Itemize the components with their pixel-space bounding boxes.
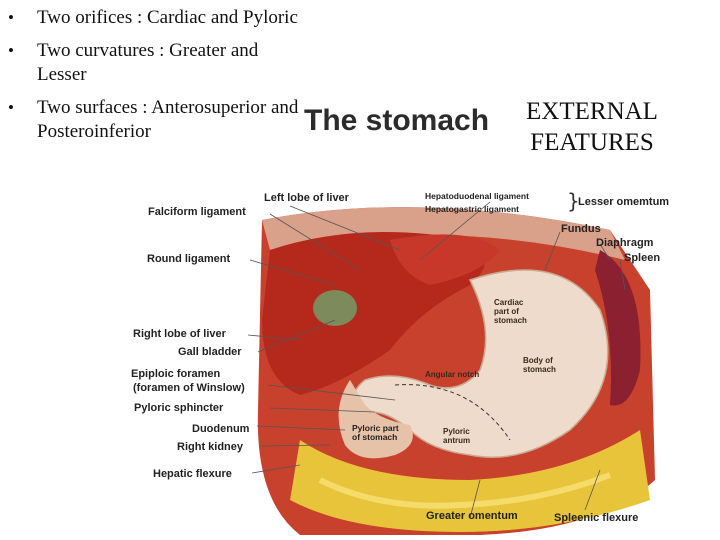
label-duodenum: Duodenum (192, 423, 250, 435)
bullet-surfaces: • Two surfaces : Anterosuperior and Poste… (8, 96, 308, 144)
label-pyloric-antrum-line-2: antrum (443, 436, 471, 445)
label-fundus: Fundus (561, 223, 601, 235)
label-hepatic-flexure: Hepatic flexure (153, 468, 232, 480)
label-right-kidney: Right kidney (177, 441, 244, 453)
label-epiploic-foramen: Epiploic foramen (131, 368, 221, 380)
bullet-text: Two surfaces : Anterosuperior and Poster… (37, 97, 299, 142)
label-lesser-omentum: Lesser omemtum (578, 196, 670, 208)
label-pyloric-sphincter: Pyloric sphincter (134, 402, 224, 414)
duodenum-shape (338, 380, 413, 459)
label-cardiac-part-line-1: Cardiac (494, 298, 524, 307)
bullet-symbol: • (8, 8, 14, 27)
brace-symbol: } (567, 189, 580, 213)
label-gall-bladder: Gall bladder (178, 346, 242, 358)
fat-detail (318, 472, 612, 509)
diaphragm-band (262, 207, 625, 260)
label-foramen-of-winslow: (foramen of Winslow) (133, 382, 245, 394)
bullet-text: Two curvatures : Greater and Lesser (37, 40, 259, 85)
label-pyloric-antrum: Pyloric antrum (443, 427, 470, 445)
label-cardiac-part-line-3: stomach (494, 316, 527, 325)
label-pyloric-part: Pyloric part of stomach (352, 424, 399, 442)
label-body-of-stomach-line-1: Body of (523, 356, 553, 365)
bullet-orifices: • Two orifices : Cardiac and Pyloric (8, 6, 308, 30)
label-hepatogastric-ligament: Hepatogastric ligament (425, 204, 519, 214)
bullet-text: Two orifices : Cardiac and Pyloric (37, 7, 298, 28)
label-diaphragm: Diaphragm (596, 237, 654, 249)
section-heading-line-1: EXTERNAL (526, 98, 658, 125)
label-hepatoduodenal-ligament: Hepatoduodenal ligament (425, 191, 529, 201)
label-round-ligament: Round ligament (147, 253, 231, 265)
section-heading-line-2: FEATURES (530, 129, 654, 156)
feature-list: • Two orifices : Cardiac and Pyloric • Two… (8, 6, 308, 153)
liver-left-lobe (390, 234, 500, 285)
label-angular-notch: Angular notch (425, 370, 480, 379)
gall-bladder-shape (313, 290, 357, 326)
section-heading: EXTERNAL FEATURES (512, 96, 672, 158)
bullet-symbol: • (8, 41, 14, 60)
label-pyloric-part-line-2: of stomach (352, 432, 398, 442)
label-left-lobe-of-liver: Left lobe of liver (264, 192, 349, 204)
label-cardiac-part: Cardiac part of stomach (494, 298, 527, 325)
anatomy-drawing (247, 201, 655, 535)
stomach-illustration: Left lobe of liver Falciform ligament Ro… (0, 180, 720, 540)
label-falciform-ligament: Falciform ligament (148, 206, 246, 218)
spleen-shape (595, 250, 641, 406)
label-pyloric-antrum-line-1: Pyloric (443, 427, 470, 436)
label-right-lobe-of-liver: Right lobe of liver (133, 328, 226, 340)
bullet-curvatures: • Two curvatures : Greater and Lesser (8, 39, 308, 87)
label-splenic-flexure: Spleenic flexure (554, 512, 639, 524)
leader-lines (247, 201, 626, 519)
label-pyloric-part-line-1: Pyloric part (352, 423, 399, 433)
label-body-of-stomach-line-2: stomach (523, 365, 556, 374)
greater-omentum-fat (290, 430, 650, 532)
label-body-of-stomach: Body of stomach (523, 356, 556, 374)
label-spleen: Spleen (624, 252, 661, 264)
bullet-symbol: • (8, 98, 14, 117)
incisura-dash (394, 384, 511, 441)
figure-title: The stomach (304, 104, 490, 137)
label-greater-omentum: Greater omentum (426, 510, 518, 522)
label-cardiac-part-line-2: part of (494, 307, 519, 316)
